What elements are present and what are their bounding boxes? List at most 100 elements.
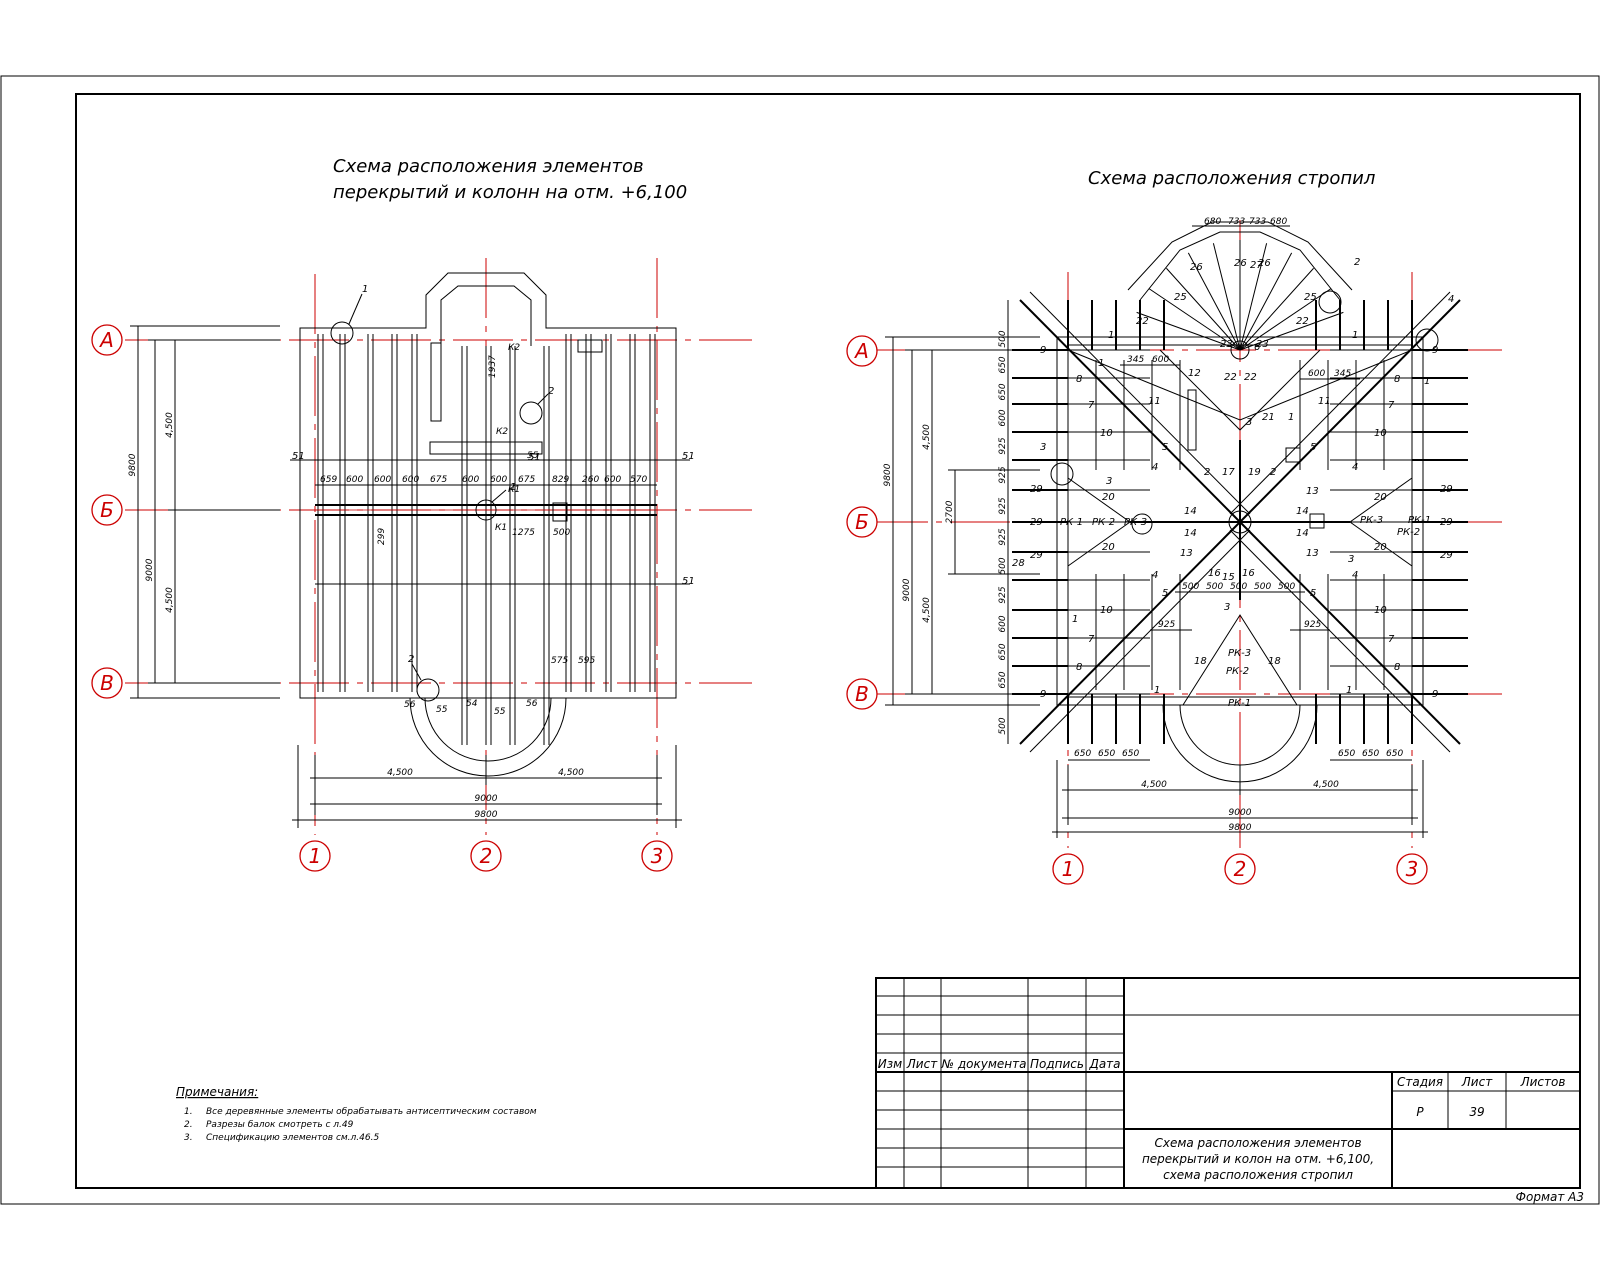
left-axis-bubble-3: 3 <box>641 840 673 872</box>
right-dim-345-b: 345 <box>1334 369 1351 379</box>
right-mark-73: 12 <box>1188 368 1201 379</box>
left-dim-v-9800: 9800 <box>128 453 138 476</box>
right-dim-500-a: 500 <box>1182 582 1199 592</box>
right-dim-500-c: 500 <box>1230 582 1247 592</box>
right-mark-3: 9 <box>1432 689 1438 700</box>
right-mark-78: 15 <box>1222 572 1235 583</box>
right-axis-bubble-v: В <box>846 678 878 710</box>
left-axis-bubble-v: В <box>91 667 123 699</box>
right-mark-19: 4 <box>1352 570 1358 581</box>
right-valley-top-inner <box>1159 349 1321 431</box>
right-mark-77: 16 <box>1208 568 1221 579</box>
left-label-500: 500 <box>553 528 570 538</box>
right-mark-61: 27 <box>1250 260 1263 271</box>
right-ridge-label-rk3-left: РК-3 <box>1124 517 1147 528</box>
right-mark-13: 10 <box>1374 428 1387 439</box>
right-ridge-label-rk1-right: РК-1 <box>1408 515 1431 526</box>
fan-rafter-298 <box>1239 252 1293 351</box>
left-spacing-label-4: 675 <box>430 475 447 485</box>
left-callout-circle-4 <box>475 499 497 521</box>
right-left-chain-value-0: 500 <box>998 330 1008 347</box>
right-mark-70: 18 <box>1194 656 1207 667</box>
left-spacing-label-2: 600 <box>374 475 391 485</box>
right-mark-65: 3 <box>1224 602 1230 613</box>
right-callout-circle-1 <box>1131 513 1153 535</box>
right-mark-72: 19 <box>1248 467 1261 478</box>
right-valley-bottom <box>1182 614 1298 706</box>
right-stair-rail <box>1187 389 1197 451</box>
right-hip-rafters <box>1019 291 1461 753</box>
notes-heading: Примечания: <box>176 1085 258 1099</box>
left-label-55-c: 55 <box>527 451 539 461</box>
right-center-node <box>1228 510 1252 534</box>
right-callout-2: 2 <box>1354 257 1360 268</box>
right-mark-23: 29 <box>1440 517 1453 528</box>
right-left-chain-value-5: 925 <box>998 466 1008 483</box>
left-mark-51-a: 51 <box>292 451 305 462</box>
right-top-dims: 680 733 733 680 <box>1192 217 1290 227</box>
right-left-chain-value-11: 650 <box>998 643 1008 660</box>
right-dim-650-e: 650 <box>1362 749 1379 759</box>
right-axis-bubble-2: 2 <box>1224 853 1256 885</box>
right-mark-47: 1 <box>1346 685 1352 696</box>
fan-rafter-326 <box>1239 288 1332 351</box>
right-axis-bubble-3: 3 <box>1396 853 1428 885</box>
left-dim-v-9000: 9000 <box>145 558 155 581</box>
left-dim-v-4500-a: 4,500 <box>165 412 175 438</box>
svg-text:4,500: 4,500 <box>922 597 932 623</box>
right-mark-54: 23 <box>1220 339 1233 350</box>
right-mark-27: 13 <box>1306 548 1319 559</box>
left-spacing-label-3: 600 <box>402 475 419 485</box>
right-mark-62: 28 <box>1012 558 1025 569</box>
right-mark-67: 2 <box>1204 467 1210 478</box>
left-axis-bubble-2: 2 <box>470 840 502 872</box>
svg-text:4,500: 4,500 <box>1141 780 1167 790</box>
left-bottom-arc-inner <box>424 697 552 762</box>
right-left-chain-value-10: 600 <box>998 615 1008 632</box>
tb-col-sign: Подпись <box>1030 1057 1084 1071</box>
left-drawing: Схема расположения элементов перекрытий … <box>91 156 752 872</box>
fan-rafter-200 <box>1136 311 1241 351</box>
tb-col-izm: Изм <box>878 1057 902 1071</box>
right-dim-500-e: 500 <box>1278 582 1295 592</box>
right-mark-28: 13 <box>1306 486 1319 497</box>
right-mark-0: 9 <box>1040 345 1046 356</box>
right-mark-9: 7 <box>1388 400 1395 411</box>
right-left-chain-value-3: 600 <box>998 409 1008 426</box>
svg-text:1: 1 <box>1062 857 1075 881</box>
svg-text:Б: Б <box>100 498 114 522</box>
tb-sheet-header: Лист <box>1461 1075 1493 1089</box>
right-ridge-label-rk2-left: РК-2 <box>1092 517 1115 528</box>
left-callout-circle-2 <box>416 678 440 702</box>
note-2-text: Разрезы балок смотреть с л.49 <box>206 1120 354 1130</box>
svg-text:1: 1 <box>309 844 322 868</box>
left-label-575: 575 <box>551 656 568 666</box>
right-mark-41: 1 <box>1108 330 1114 341</box>
right-left-chain-value-13: 500 <box>998 717 1008 734</box>
left-dim-4500-b: 4,500 <box>558 768 584 778</box>
right-axis-bubble-1: 1 <box>1052 853 1084 885</box>
left-label-k1-a: К1 <box>508 485 520 495</box>
left-label-56-b: 56 <box>526 699 538 709</box>
right-mark-35: 20 <box>1102 542 1115 553</box>
left-dim-4500-a: 4,500 <box>387 768 413 778</box>
notes: Примечания: 1. Все деревянные элементы о… <box>176 1085 537 1143</box>
left-stair-rail <box>430 342 442 422</box>
right-mark-14: 10 <box>1100 605 1113 616</box>
svg-text:В: В <box>100 671 114 695</box>
right-callout-circle-4 <box>1415 328 1439 352</box>
svg-text:4,500: 4,500 <box>1313 780 1339 790</box>
right-dim-650-c: 650 <box>1122 749 1139 759</box>
right-mark-76: 16 <box>1242 568 1255 579</box>
right-dim-600-a: 600 <box>1152 355 1169 365</box>
right-mark-10: 7 <box>1088 634 1095 645</box>
left-callout-1: 1 <box>362 284 368 295</box>
right-mark-68: 2 <box>1270 467 1276 478</box>
right-mark-69: 17 <box>1222 467 1235 478</box>
right-mark-46: 1 <box>1154 685 1160 696</box>
right-mark-34: 20 <box>1374 492 1387 503</box>
left-dim-v-4500-b: 4,500 <box>165 587 175 613</box>
left-label-56-a: 56 <box>404 700 416 710</box>
right-mark-33: 20 <box>1102 492 1115 503</box>
